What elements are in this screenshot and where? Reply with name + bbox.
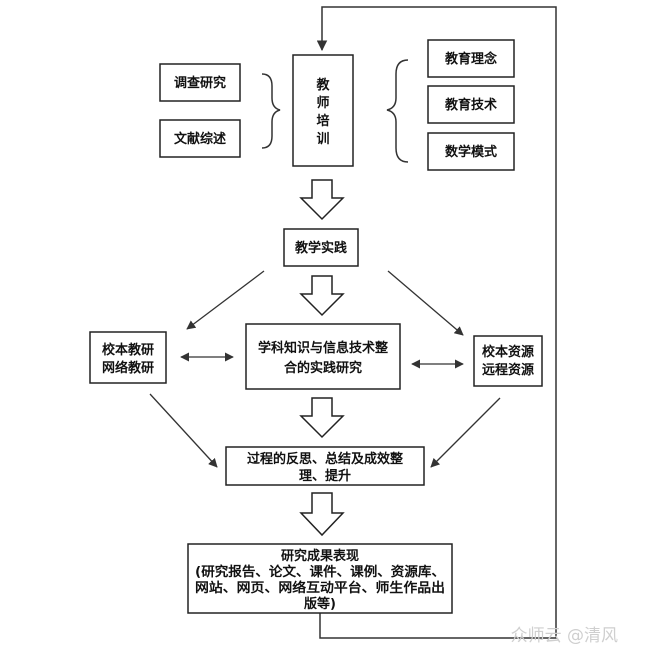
teaching-practice-box — [283, 228, 359, 267]
math-model-box — [427, 132, 515, 171]
feedback-loop-line — [316, 6, 557, 639]
arrow-school-research-to-reflection — [149, 393, 218, 468]
reflection-box — [225, 446, 425, 486]
teaching-practice-label: 教学实践 — [294, 240, 347, 256]
school-resources-line-2: 远程资源 — [482, 362, 534, 378]
reflection-line-1: 过程的反思、总结及成效整 — [247, 451, 404, 467]
school-research-line-1: 校本教研 — [102, 342, 154, 358]
results-box — [187, 543, 453, 614]
edu-concept-box — [427, 39, 515, 78]
block-arrow-training-to-practice — [299, 179, 345, 221]
results-line-3: 网站、网页、网络互动平台、师生作品出 — [195, 580, 445, 596]
arrow-practice-to-school-resources — [387, 270, 464, 336]
reflection-line-2: 理、提升 — [299, 468, 351, 484]
literature-box — [159, 119, 241, 158]
watermark-text: 众师云 @清风 — [511, 626, 618, 646]
school-resources-line-1: 校本资源 — [482, 344, 534, 360]
survey-box — [159, 63, 241, 102]
results-line-2: (研究报告、论文、课件、课例、资源库、 — [195, 564, 445, 580]
teacher-training-box — [292, 54, 354, 167]
literature-label: 文献综述 — [174, 131, 226, 147]
teacher-training-char-2: 师 — [316, 95, 329, 111]
results-line-4: 版等) — [304, 596, 336, 612]
arrow-school-resources-to-reflection — [430, 397, 501, 468]
integration-research-line-1: 学科知识与信息技术整 — [258, 340, 389, 356]
edu-tech-label: 教育技术 — [444, 97, 497, 113]
integration-research-line-2: 合的实践研究 — [284, 360, 362, 376]
survey-label: 调查研究 — [174, 75, 226, 91]
right-brace — [386, 59, 409, 163]
edu-tech-box — [427, 85, 515, 124]
math-model-label: 数学模式 — [445, 144, 497, 160]
results-line-1: 研究成果表现 — [281, 548, 359, 564]
teacher-training-char-4: 训 — [316, 131, 329, 147]
block-arrow-reflection-to-results — [299, 492, 345, 537]
teacher-training-char-1: 教 — [315, 77, 330, 93]
school-research-box — [89, 331, 167, 384]
school-resources-box — [473, 335, 543, 387]
integration-research-box — [245, 323, 401, 390]
school-research-line-2: 网络教研 — [102, 360, 154, 376]
teacher-training-char-3: 培 — [316, 113, 329, 129]
arrow-practice-to-school-research — [186, 270, 265, 330]
edu-concept-label: 教育理念 — [444, 51, 497, 67]
block-arrow-integration-to-reflection — [299, 397, 345, 439]
block-arrow-practice-to-integration — [299, 275, 345, 317]
left-brace — [261, 73, 281, 149]
